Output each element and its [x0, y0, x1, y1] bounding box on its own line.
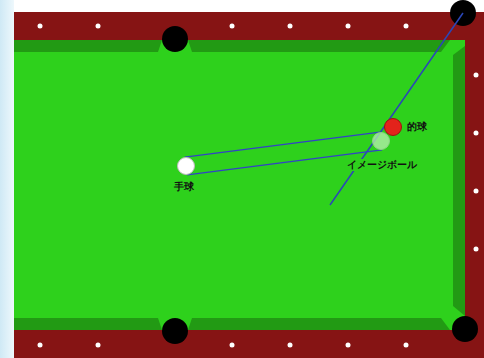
rail-diamonds: [38, 24, 479, 348]
cue-ball: 手球: [177, 157, 195, 175]
object-ball: 的球: [384, 118, 402, 136]
object-ball-shape: [384, 118, 402, 136]
cue-ball: [178, 158, 195, 175]
cushion: [453, 46, 465, 316]
ghost-ball: [373, 133, 390, 150]
pocket: [162, 26, 188, 52]
object-ball: [385, 119, 402, 136]
cue-ball-shape: [177, 157, 195, 175]
pocket: [162, 318, 188, 344]
pocket-line: [330, 13, 463, 205]
ball-label: 的球: [407, 121, 427, 133]
cushion: [188, 318, 450, 330]
side-ground: [0, 0, 14, 358]
pocket: [452, 316, 478, 342]
ball-label: 手球: [174, 181, 194, 193]
cushion: [188, 40, 450, 52]
ghost-ball-shape: [372, 132, 390, 150]
ghost-ball: イメージボール: [372, 132, 390, 150]
cushion: [14, 40, 162, 52]
cushion: [14, 318, 162, 330]
rail: [14, 12, 484, 358]
ball-label: イメージボール: [345, 159, 419, 171]
cloth: [14, 40, 465, 330]
